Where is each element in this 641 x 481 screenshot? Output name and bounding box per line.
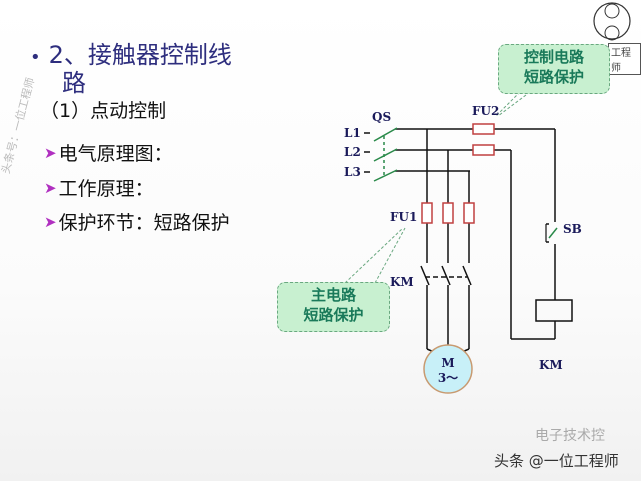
l2-label: L2 (344, 145, 361, 159)
km-contacts-label: KM (390, 275, 414, 289)
footer-faded-watermark: 电子技术控 (535, 428, 605, 444)
motor-label-phase: 3～ (437, 371, 459, 385)
callout-line: 控制电路 (523, 48, 584, 66)
motor-label: M 3～ (424, 356, 472, 386)
arrow-bullet-icon: ➤ (44, 178, 57, 197)
l1-label: L1 (344, 126, 361, 140)
bullet-item: ➤电气原理图： (44, 139, 173, 166)
callout-line: 短路保护 (523, 68, 584, 86)
footer-watermark: 头条 @一位工程师 (494, 452, 619, 470)
motor-icon (423, 344, 473, 394)
title-line-2: 路 (62, 69, 86, 97)
callout-line: 主电路 (310, 286, 356, 304)
subtitle: （1）点动控制 (40, 100, 167, 122)
bullet-item: ➤保护环节：短路保护 (44, 208, 230, 235)
motor-label-m: M (441, 356, 455, 370)
l3-label: L3 (344, 165, 361, 179)
arrow-bullet-icon: ➤ (44, 143, 57, 162)
km-coil-label: KM (539, 358, 563, 372)
slide-title: •2、接触器控制线 (30, 41, 232, 69)
arrow-bullet-icon: ➤ (44, 212, 57, 231)
fu2-label: FU2 (472, 104, 500, 118)
logo-icon (593, 2, 631, 41)
bullet-text: 工作原理： (58, 178, 154, 200)
qs-label: QS (372, 110, 392, 124)
bullet-text: 保护环节：短路保护 (58, 212, 230, 234)
bullet-text: 电气原理图： (58, 143, 173, 165)
fuse-icon (421, 123, 495, 224)
bullet-item: ➤工作原理： (44, 174, 154, 201)
main-circuit-callout: 主电路 短路保护 (277, 282, 390, 332)
control-circuit-callout: 控制电路 短路保护 (498, 44, 610, 94)
fu1-label: FU1 (390, 210, 418, 224)
callout-line: 短路保护 (303, 306, 364, 324)
sb-label: SB (563, 222, 582, 236)
title-line-1: 2、接触器控制线 (48, 41, 232, 69)
